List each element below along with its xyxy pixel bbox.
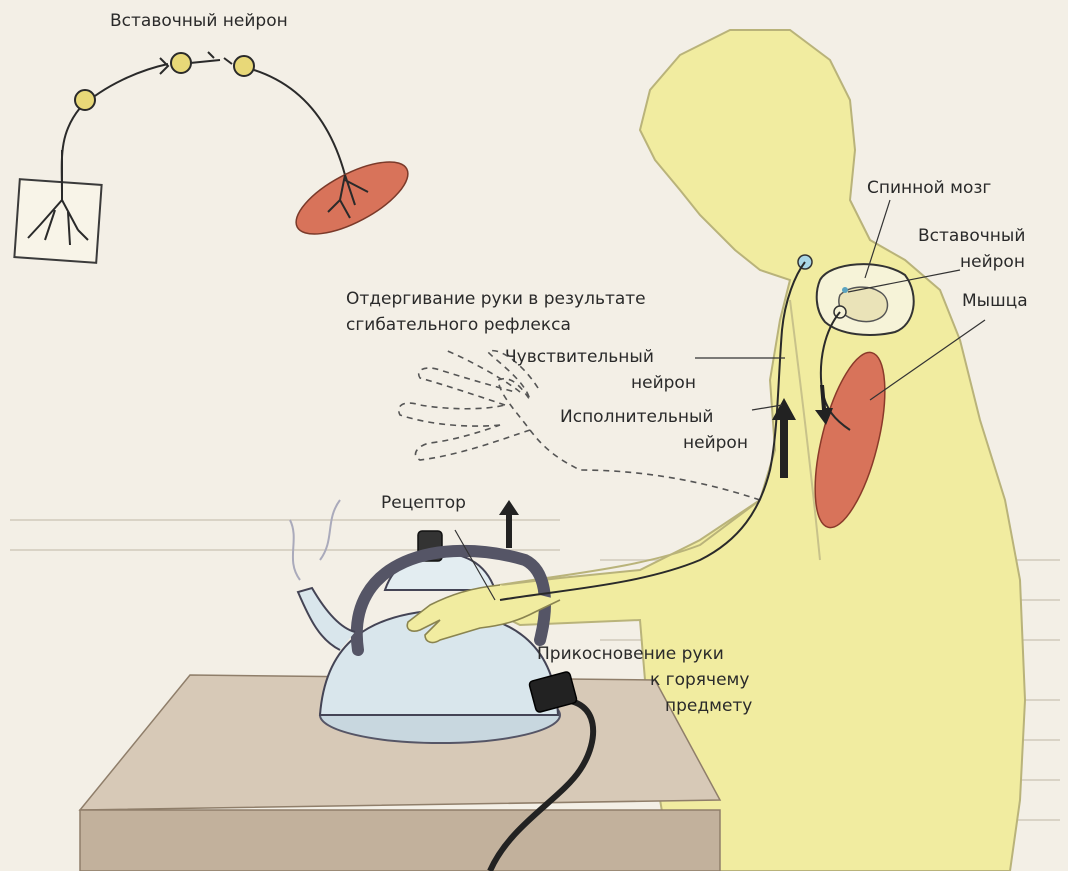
hand-on-kettle [406,584,561,644]
power-plug [528,671,578,713]
label-touch-1: Прикосновение руки [537,644,724,664]
label-withdrawal-1: Отдергивание руки в результате [346,289,646,309]
label-interneuron-top: Вставочный нейрон [110,11,288,31]
label-interneuron-right-2: нейрон [960,252,1025,272]
label-withdrawal-2: сгибательного рефлекса [346,315,571,335]
label-sensory-1: Чувствительный [505,347,654,367]
up-arrow-receptor [499,500,519,548]
kettle-steam [289,499,341,581]
schematic-reflex-arc [13,51,409,264]
label-touch-3: предмету [665,696,753,716]
label-motor-1: Исполнительный [560,407,714,427]
kettle [289,499,561,744]
power-cord [487,697,596,871]
spinal-cord-section [797,254,915,336]
schematic-motor-body [233,55,255,77]
biceps-muscle [814,351,886,529]
label-touch-2: к горячему [650,670,750,690]
label-sensory-2: нейрон [631,373,696,393]
interneuron-body [842,287,848,293]
schematic-sensory-fiber [60,63,169,196]
kettle-spout [296,586,356,651]
schematic-receptor-branches [27,150,89,246]
label-spinal-cord: Спинной мозг [867,178,992,198]
label-receptor: Рецептор [381,493,466,513]
forearm-outline [499,499,761,586]
arm-crease [789,299,821,561]
table-front [79,809,721,871]
schematic-interneuron-body [170,52,192,74]
label-motor-2: нейрон [683,433,748,453]
schematic-receptor-box [13,178,103,264]
withdrawn-hand-dashed [398,349,761,501]
schematic-synapse-marks [159,51,233,75]
kettle-handle [350,544,551,656]
schematic-sensory-body [74,89,96,111]
direction-arrows [499,385,833,548]
sensory-pathway [499,261,806,601]
leader-lines [454,199,986,601]
schematic-motor-fiber [253,69,346,176]
up-arrow-sensory [772,398,796,478]
label-interneuron-right-1: Вставочный [918,226,1026,246]
down-arrow-motor [815,385,833,425]
label-muscle: Мышца [962,291,1028,311]
schematic-muscle-endings [327,174,369,219]
